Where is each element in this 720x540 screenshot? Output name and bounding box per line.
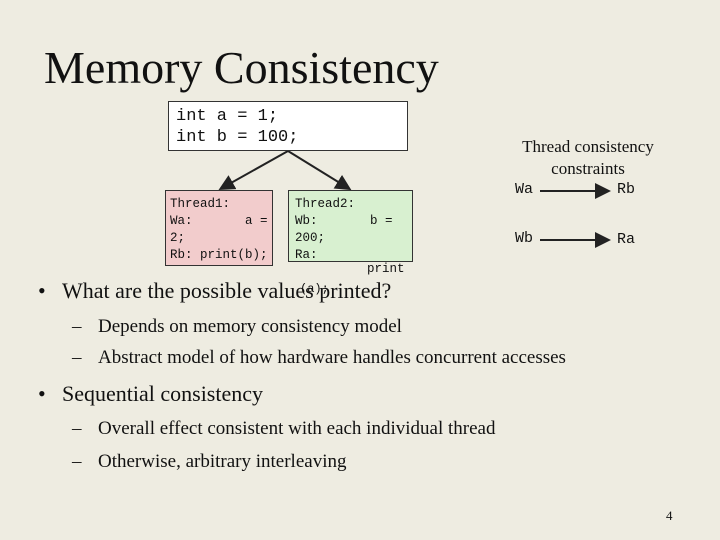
bullet-text: What are the possible values printed? — [62, 278, 392, 303]
sub-bullet-text: Depends on memory consistency model — [98, 316, 402, 337]
bullet-glyph: • — [38, 381, 46, 406]
code-line: int a = 1; — [176, 107, 279, 126]
bullet-item: • Sequential consistency — [38, 381, 263, 407]
page-number: 4 — [666, 508, 673, 523]
code-line: Wa: a = — [170, 214, 268, 228]
code-line: int b = 100; — [176, 128, 299, 147]
sub-bullet-text: Overall effect consistent with each indi… — [98, 418, 496, 439]
code-line: Thread2: — [295, 197, 356, 211]
code-line: Rb: print(b); — [170, 248, 268, 262]
code-line: Wb: b = — [295, 214, 393, 228]
sub-bullet-item: –Otherwise, arbitrary interleaving — [72, 451, 346, 473]
dash-glyph: – — [72, 316, 82, 337]
bullet-text: Sequential consistency — [62, 381, 264, 406]
dash-glyph: – — [72, 418, 82, 439]
arrow-to-thread1 — [218, 150, 289, 190]
constraint-rb: Rb — [617, 181, 636, 198]
code-line: Ra: — [295, 248, 318, 262]
code-line: 200; — [295, 231, 326, 245]
sub-bullet-item: –Overall effect consistent with each ind… — [72, 418, 495, 440]
slide-title: Memory Consistency — [44, 42, 439, 93]
code-line: 2; — [170, 231, 186, 245]
dash-glyph: – — [72, 347, 82, 368]
arrow-to-thread2 — [287, 150, 352, 191]
sub-bullet-text: Abstract model of how hardware handles c… — [98, 347, 566, 368]
thread2-box: Thread2: Wb: b = 200; Ra: — [288, 190, 413, 262]
sub-bullet-item: –Abstract model of how hardware handles … — [72, 347, 566, 369]
constraints-title: Thread consistency constraints — [522, 137, 654, 178]
thread1-box: Thread1: Wa: a = 2; Rb: print(b); — [165, 190, 273, 266]
bullet-item: • What are the possible values printed? — [38, 278, 391, 304]
dash-glyph: – — [72, 451, 82, 472]
thread2-overflow-print: print — [367, 262, 405, 276]
bullet-glyph: • — [38, 278, 46, 303]
constraint-ra: Ra — [617, 231, 636, 248]
constraint-wb: Wb — [515, 230, 534, 247]
constraint-wa: Wa — [515, 181, 534, 198]
sub-bullet-text: Otherwise, arbitrary interleaving — [98, 451, 347, 472]
code-line: Thread1: — [170, 197, 231, 211]
shared-code-box: int a = 1; int b = 100; — [168, 101, 408, 151]
sub-bullet-item: –Depends on memory consistency model — [72, 316, 402, 338]
thread2-overflow-arg: (a); — [300, 282, 329, 296]
